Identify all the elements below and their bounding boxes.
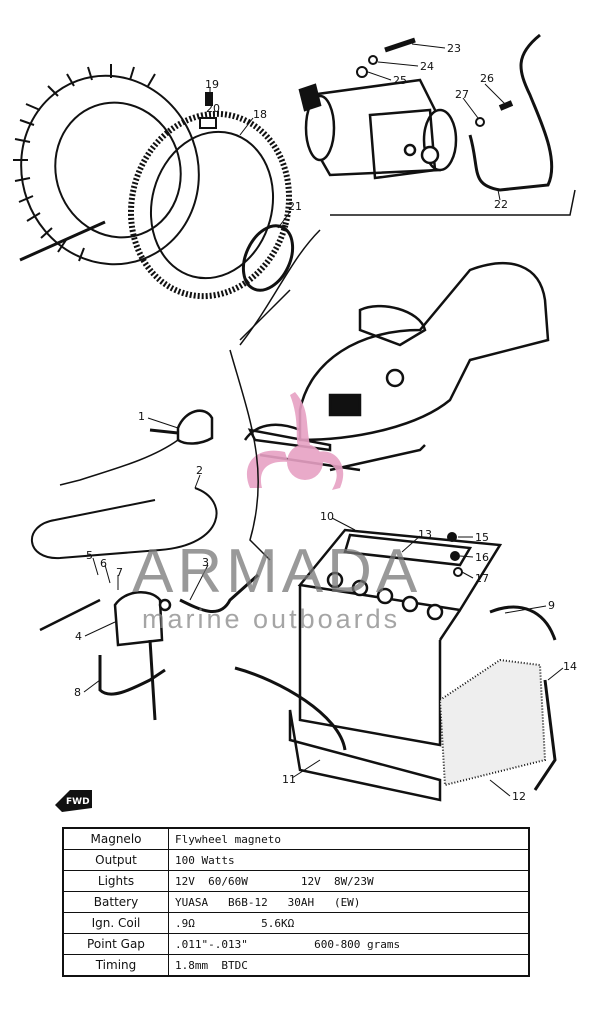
callout-9: 9 — [548, 599, 555, 612]
spec-label: Magnelo — [62, 827, 169, 850]
callout-23: 23 — [447, 42, 461, 55]
callout-10: 10 — [320, 510, 334, 523]
callout-21: 21 — [288, 200, 302, 213]
nut-15 — [447, 532, 457, 542]
callout-13: 13 — [418, 528, 432, 541]
table-row: Timing 1.8mm BTDC — [62, 954, 530, 977]
spec-value: 1.8mm BTDC — [168, 954, 530, 977]
battery — [297, 528, 503, 747]
battery-strap-14 — [533, 679, 557, 791]
callout-25: 25 — [393, 74, 407, 87]
flywheel — [13, 64, 200, 266]
o-ring — [241, 224, 295, 292]
wire-harness-2 — [30, 487, 218, 560]
callout-22: 22 — [494, 198, 508, 211]
spec-label: Point Gap — [62, 933, 169, 955]
callout-15: 15 — [475, 531, 489, 544]
spec-value: 100 Watts — [168, 849, 530, 871]
nut-16 — [450, 551, 460, 561]
spec-label: Battery — [62, 891, 169, 913]
callout-26: 26 — [480, 72, 494, 85]
plate-20 — [199, 117, 217, 129]
callout-12: 12 — [512, 790, 526, 803]
spec-label: Lights — [62, 870, 169, 892]
table-row: Output 100 Watts — [62, 849, 530, 871]
callout-8: 8 — [74, 686, 81, 699]
table-row: Battery YUASA B6B-12 30AH (EW) — [62, 891, 530, 913]
table-row: Point Gap .011"-.013" 600-800 grams — [62, 933, 530, 955]
starter-cable — [468, 33, 554, 192]
callout-4: 4 — [75, 630, 82, 643]
callout-3: 3 — [202, 556, 209, 569]
watermark-title: ARMADA — [132, 537, 421, 606]
ignition-coil — [149, 409, 214, 445]
relay-cable-8 — [98, 655, 166, 696]
bolt-19 — [205, 92, 213, 106]
forward-arrow-label: FWD — [66, 797, 90, 807]
callout-19: 19 — [205, 78, 219, 91]
battery-cable-long — [234, 666, 347, 751]
starter-motor — [298, 78, 458, 180]
callout-14: 14 — [563, 660, 577, 673]
spec-label: Timing — [62, 954, 169, 977]
spec-label: Output — [62, 849, 169, 871]
callout-1: 1 — [138, 410, 145, 423]
callout-17: 17 — [475, 572, 489, 585]
spec-value: .011"-.013" 600-800 grams — [168, 933, 530, 955]
callout-18: 18 — [253, 108, 267, 121]
battery-pad — [438, 658, 547, 787]
spec-value: Flywheel magneto — [168, 827, 530, 850]
snowmobile — [243, 262, 550, 472]
callout-5: 5 — [86, 549, 93, 562]
callout-6: 6 — [100, 557, 107, 570]
table-row: Ign. Coil .9Ω 5.6KΩ — [62, 912, 530, 934]
callout-numbers: 1 2 3 4 5 6 7 8 9 10 11 12 13 14 15 16 1… — [74, 42, 577, 803]
battery-cable-9 — [489, 605, 557, 641]
relay-cable-3 — [179, 573, 259, 614]
callout-16: 16 — [475, 551, 489, 564]
spec-value: .9Ω 5.6KΩ — [168, 912, 530, 934]
spec-label: Ign. Coil — [62, 912, 169, 934]
callout-24: 24 — [420, 60, 434, 73]
watermark-subtitle: marine outboards — [142, 604, 400, 634]
starter-relay — [113, 591, 172, 647]
ring-gear — [127, 110, 293, 300]
leader-lines — [83, 43, 564, 797]
spec-value: 12V 60/60W 12V 8W/23W — [168, 870, 530, 892]
parts-diagram: 1 2 3 4 5 6 7 8 9 10 11 12 13 14 15 16 1… — [13, 33, 577, 812]
callout-2: 2 — [196, 464, 203, 477]
callout-7: 7 — [116, 566, 123, 579]
callout-27: 27 — [455, 88, 469, 101]
forward-arrow: FWD — [55, 790, 92, 812]
table-row: Magnelo Flywheel magneto — [62, 827, 530, 850]
callout-20: 20 — [206, 102, 220, 115]
table-row: Lights 12V 60/60W 12V 8W/23W — [62, 870, 530, 892]
spec-value: YUASA B6B-12 30AH (EW) — [168, 891, 530, 913]
starter-bolts — [356, 37, 514, 127]
spec-table: Magnelo Flywheel magneto Output 100 Watt… — [62, 827, 530, 977]
wire-harness-1 — [59, 439, 179, 486]
battery-tray — [288, 709, 442, 802]
callout-11: 11 — [282, 773, 296, 786]
